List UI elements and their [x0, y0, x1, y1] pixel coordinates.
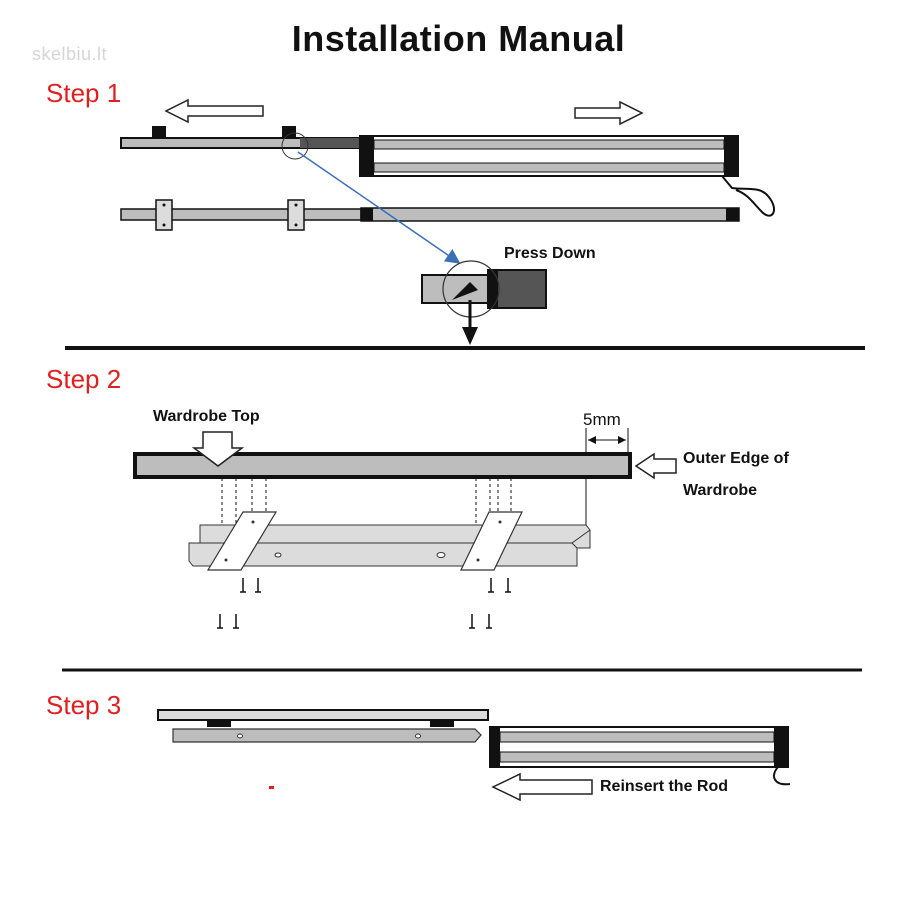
reinsert-arrow — [491, 772, 593, 802]
watermark-text: skelbiu.lt — [32, 44, 108, 64]
rail-hole — [274, 552, 282, 558]
step3-tube-end — [774, 727, 788, 767]
detail-tube-end — [488, 270, 498, 308]
bracket-hole — [224, 558, 228, 562]
pull-cord — [721, 175, 776, 217]
bracket-hole — [498, 520, 502, 524]
outer-tube-end — [360, 136, 374, 176]
tube-rail-lower — [373, 162, 725, 173]
screws — [217, 578, 511, 629]
slide-left-arrow — [164, 98, 264, 124]
clip-block — [282, 126, 296, 138]
rail-hole — [436, 552, 446, 558]
reinsert-rod-label: Reinsert the Rod — [600, 778, 729, 795]
screw-dot — [294, 223, 298, 227]
rod-end-dark — [300, 138, 360, 148]
dimension-arrowhead — [588, 436, 596, 444]
wardrobe-top-board — [133, 452, 632, 479]
rail-hole — [415, 733, 421, 739]
wardrobe-top-label: Wardrobe Top — [153, 408, 260, 425]
step-3-label: Step 3 — [46, 690, 122, 720]
step3-rail-upper — [499, 731, 775, 743]
screw-dot — [162, 203, 166, 207]
wardrobe-top-arrow — [191, 431, 245, 467]
step-3-diagram — [157, 709, 791, 802]
detail-circle — [281, 132, 309, 160]
step3-bracket — [207, 720, 231, 727]
press-down-arrowhead — [462, 327, 478, 345]
step-2-label: Step 2 — [46, 364, 122, 394]
step3-rail — [172, 728, 482, 743]
rail-hole — [237, 733, 243, 739]
press-down-label: Press Down — [504, 245, 596, 262]
lower-tube-end — [726, 208, 739, 221]
bracket-hole — [251, 520, 255, 524]
angle-bracket — [206, 511, 278, 571]
lower-tube-end — [361, 208, 373, 221]
outer-edge-label-line1: Outer Edge of — [683, 450, 789, 467]
step3-pull-cord — [773, 766, 791, 786]
step-1-label: Step 1 — [46, 78, 122, 108]
clip-block — [152, 126, 166, 138]
stray-mark — [269, 786, 274, 789]
tube-rail-upper — [373, 139, 725, 150]
rail-edge — [571, 529, 591, 544]
detail-leader-arrow — [297, 151, 461, 264]
page-title: Installation Manual — [291, 18, 626, 59]
slide-right-arrow — [574, 100, 644, 126]
gap-5mm-label: 5mm — [583, 410, 621, 429]
detail-rod — [421, 274, 493, 304]
lower-tube — [360, 207, 740, 222]
step-1-diagram — [120, 98, 776, 345]
step-2-diagram — [133, 428, 677, 629]
step3-bracket — [430, 720, 454, 727]
detail-latch — [452, 282, 478, 300]
mount-bracket — [287, 199, 305, 231]
step3-tube-end — [490, 727, 500, 767]
outer-edge-arrow — [634, 452, 677, 480]
screw-dot — [294, 203, 298, 207]
outer-edge-label-line2: Wardrobe — [683, 482, 758, 499]
dimension-arrowhead — [618, 436, 626, 444]
bracket-hole — [476, 558, 480, 562]
step3-wardrobe-top — [157, 709, 489, 721]
step3-rail-lower — [499, 751, 775, 763]
mount-bracket — [155, 199, 173, 231]
outer-tube-end — [724, 136, 738, 176]
screw-dot — [162, 223, 166, 227]
angle-bracket — [460, 511, 523, 571]
